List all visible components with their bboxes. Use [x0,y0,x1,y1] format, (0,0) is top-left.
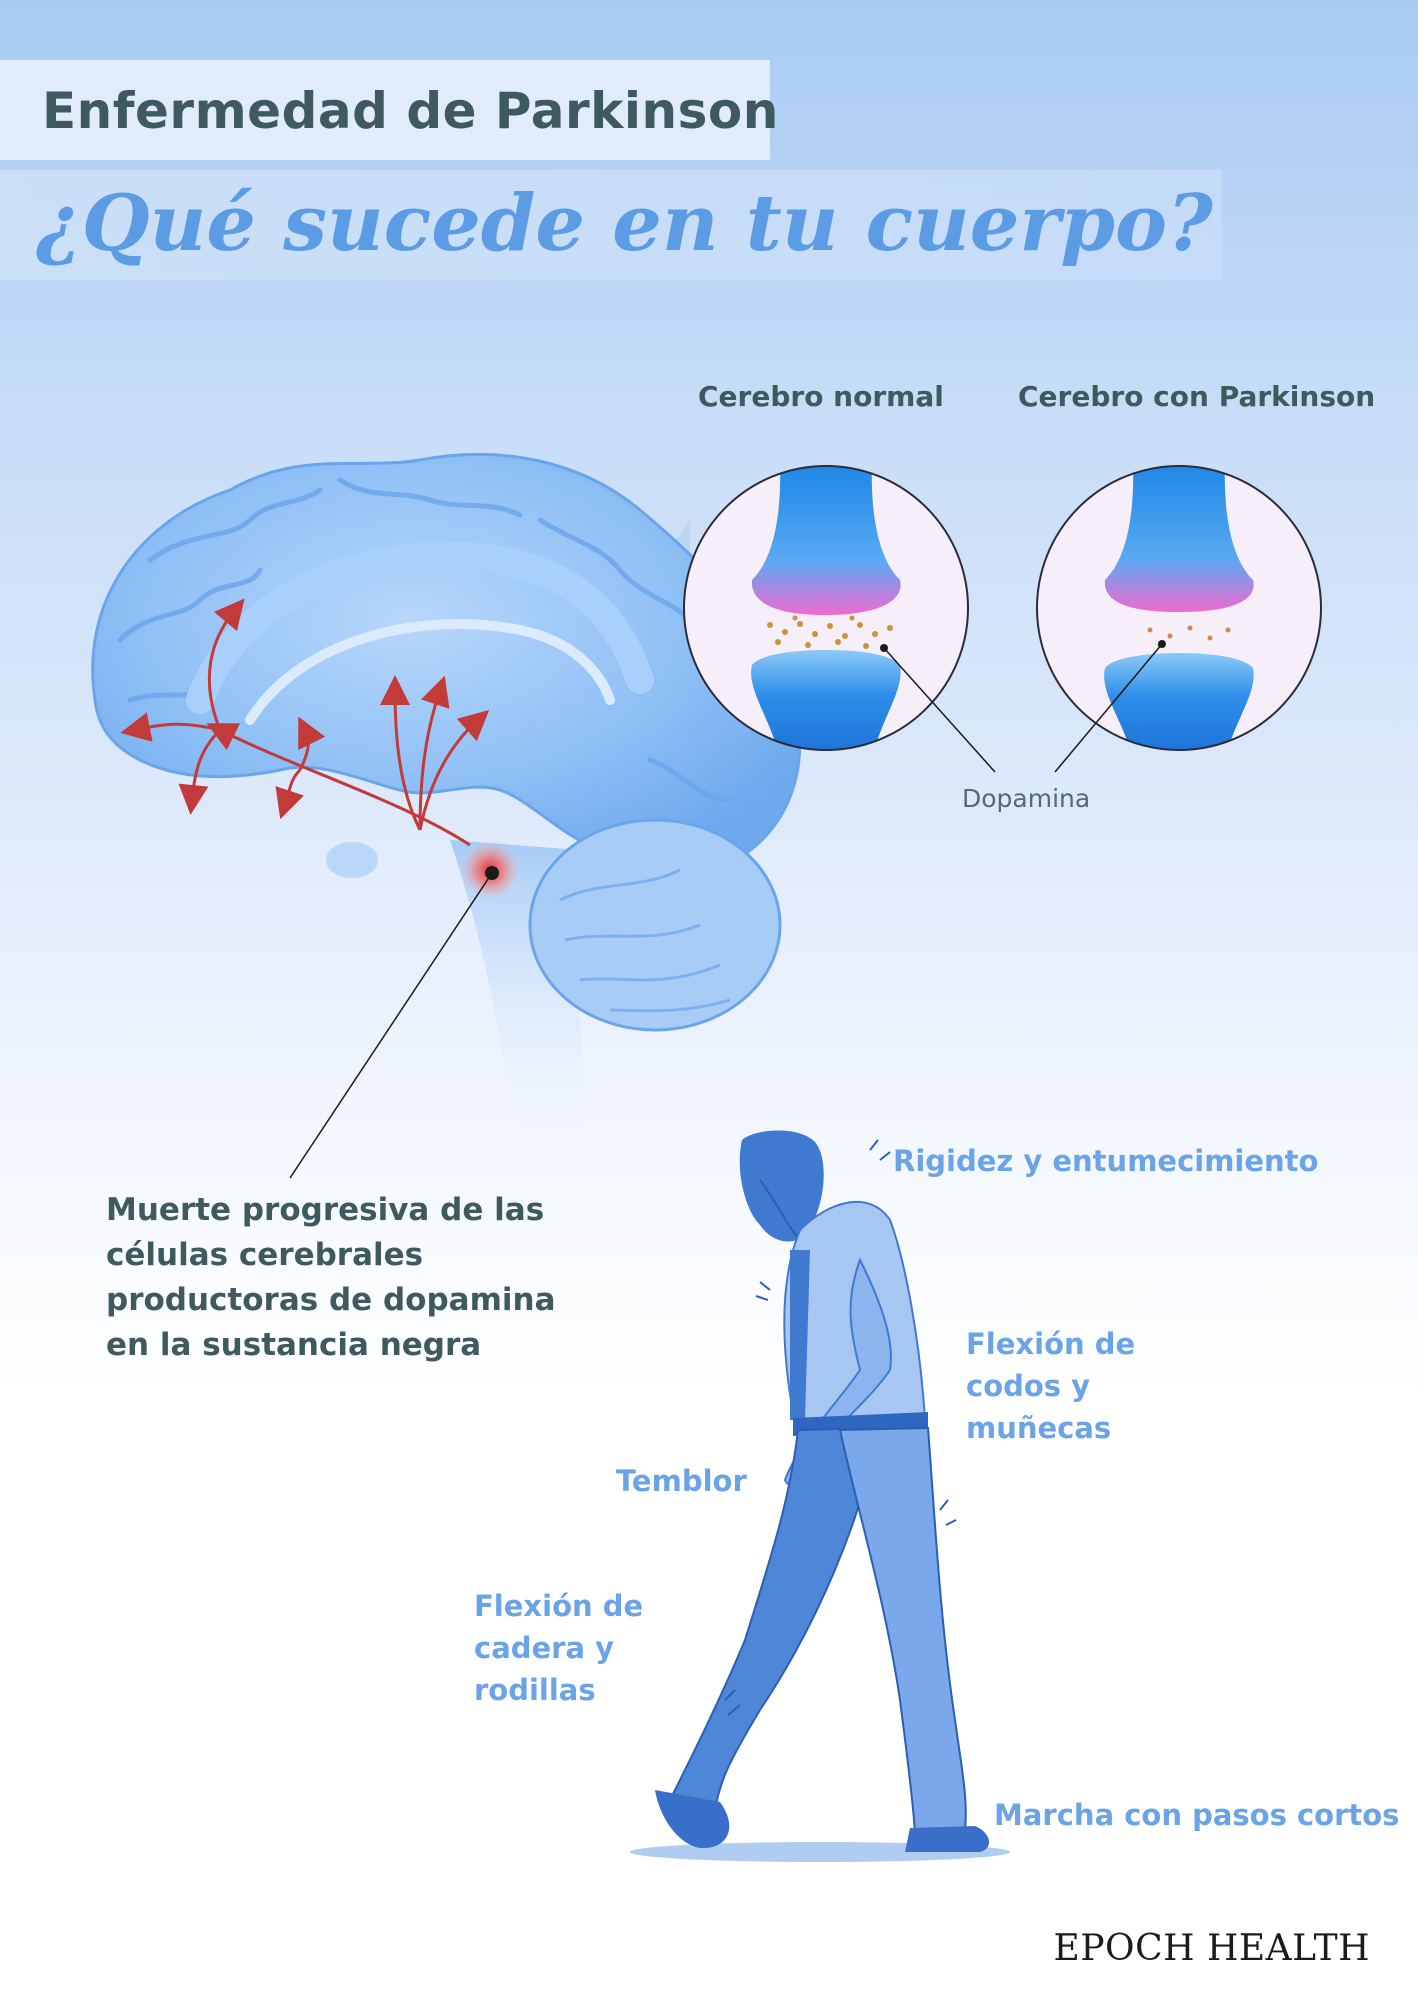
normal-brain-label: Cerebro normal [698,380,944,413]
walking-man-figure [630,1130,1010,1862]
page-title: Enfermedad de Parkinson [42,82,779,140]
brain-cerebrum [91,452,802,875]
corpus-callosum [186,541,654,714]
dopamine-pointer-parkinson [1054,643,1163,773]
parkinson-synapse [1037,466,1321,750]
symptom-short-steps: Marcha con pasos cortos [994,1798,1400,1832]
symptom-rigidity: Rigidez y entumecimiento [893,1144,1319,1178]
dopamine-label: Dopamina [962,784,1091,813]
normal-synapse [684,466,968,750]
symptom-hips-knees: Flexión de cadera y rodillas [474,1589,644,1707]
nigra-pointer-line [289,872,493,1179]
symptom-elbows-wrists: Flexión de codos y muñecas [966,1327,1136,1445]
dopamine-pointer-normal [883,647,996,773]
parkinson-brain-label: Cerebro con Parkinson [1018,380,1376,413]
page-subtitle: ¿Qué sucede en tu cuerpo? [36,178,1213,269]
symptom-tremor: Temblor [616,1464,747,1498]
subtitle-band [0,170,1222,280]
nigra-description: Muerte progresiva de las células cerebra… [106,1192,556,1363]
brand-logo: EPOCH HEALTH [1053,1928,1370,1969]
cerebellum [528,818,782,1032]
header-band [0,60,770,160]
